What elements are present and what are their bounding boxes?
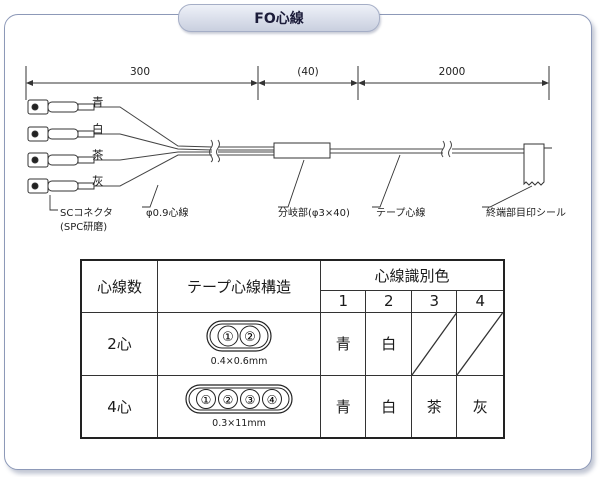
branch-part <box>273 142 331 159</box>
fiber-num-2: ② <box>223 393 234 407</box>
row-structure: ① ② 0.4×0.6mm <box>157 311 321 376</box>
tape-size-4: 0.3×11mm <box>212 417 266 429</box>
header-structure: テープ心線構造 <box>157 259 321 313</box>
fiber-color-white: 白 <box>92 122 104 136</box>
callout-fiber: φ0.9心線 <box>146 208 189 219</box>
fiber-num-4: ④ <box>267 393 278 407</box>
table-row: 2心 ① ② 0.4×0.6mm 青 白 <box>80 311 505 376</box>
row-c4: 灰 <box>456 374 505 439</box>
header-color-id: 心線識別色 <box>320 259 505 291</box>
callout-connector: SCコネクタ <box>60 208 113 219</box>
tape-2-fiber-shape: ① ② <box>206 320 272 352</box>
callout-tape: テープ心線 <box>376 208 426 219</box>
color-id-table: 心線数 テープ心線構造 心線識別色 1 2 3 4 2心 ① ② 0.4×0.6… <box>80 259 505 439</box>
row-count: 2心 <box>80 311 158 376</box>
panel-title-tab: FO心線 <box>178 4 380 32</box>
table-row: 4心 ① ② ③ ④ 0.3×11mm 青 白 茶 灰 <box>80 374 505 439</box>
header-num-2: 2 <box>365 289 412 313</box>
callout-connector-sub: (SPC研磨) <box>60 222 108 233</box>
panel-title: FO心線 <box>254 11 304 27</box>
fiber-num-3: ③ <box>245 393 256 407</box>
dim-40: (40) <box>297 66 319 78</box>
fiber-num-1: ① <box>201 393 212 407</box>
fiber-color-brown: 茶 <box>92 148 104 162</box>
callout-seal: 終端部目印シール <box>486 208 566 219</box>
row-c3: 茶 <box>410 374 458 439</box>
header-num-4: 4 <box>456 289 505 313</box>
header-num-1: 1 <box>319 289 367 313</box>
fiber-num-1: ① <box>222 330 234 345</box>
row-c1: 青 <box>319 311 367 376</box>
dim-300: 300 <box>129 66 151 78</box>
tape-size-2: 0.4×0.6mm <box>210 356 268 367</box>
header-num-3: 3 <box>410 289 458 313</box>
callout-branch: 分岐部(φ3×40) <box>278 208 350 219</box>
fiber-num-2: ② <box>244 330 256 345</box>
fiber-color-gray: 灰 <box>92 174 104 188</box>
row-c2: 白 <box>365 311 412 376</box>
tape-4-fiber: ① ② ③ ④ <box>185 384 293 418</box>
end-seal <box>523 143 545 186</box>
fiber-lines <box>94 106 274 187</box>
row-structure: ① ② ③ ④ 0.3×11mm <box>157 374 321 439</box>
row-c2: 白 <box>365 374 412 439</box>
row-c4-empty <box>456 311 505 376</box>
row-count: 4心 <box>80 374 158 439</box>
fiber-color-blue: 青 <box>92 95 104 109</box>
dim-2000: 2000 <box>438 66 466 78</box>
row-c3-empty <box>410 311 458 376</box>
header-count: 心線数 <box>80 259 158 313</box>
tape-4-fiber-shape: ① ② ③ ④ <box>185 384 293 414</box>
row-c1: 青 <box>319 374 367 439</box>
tape-2-fiber: ① ② <box>206 320 272 356</box>
sc-connectors <box>27 99 95 194</box>
